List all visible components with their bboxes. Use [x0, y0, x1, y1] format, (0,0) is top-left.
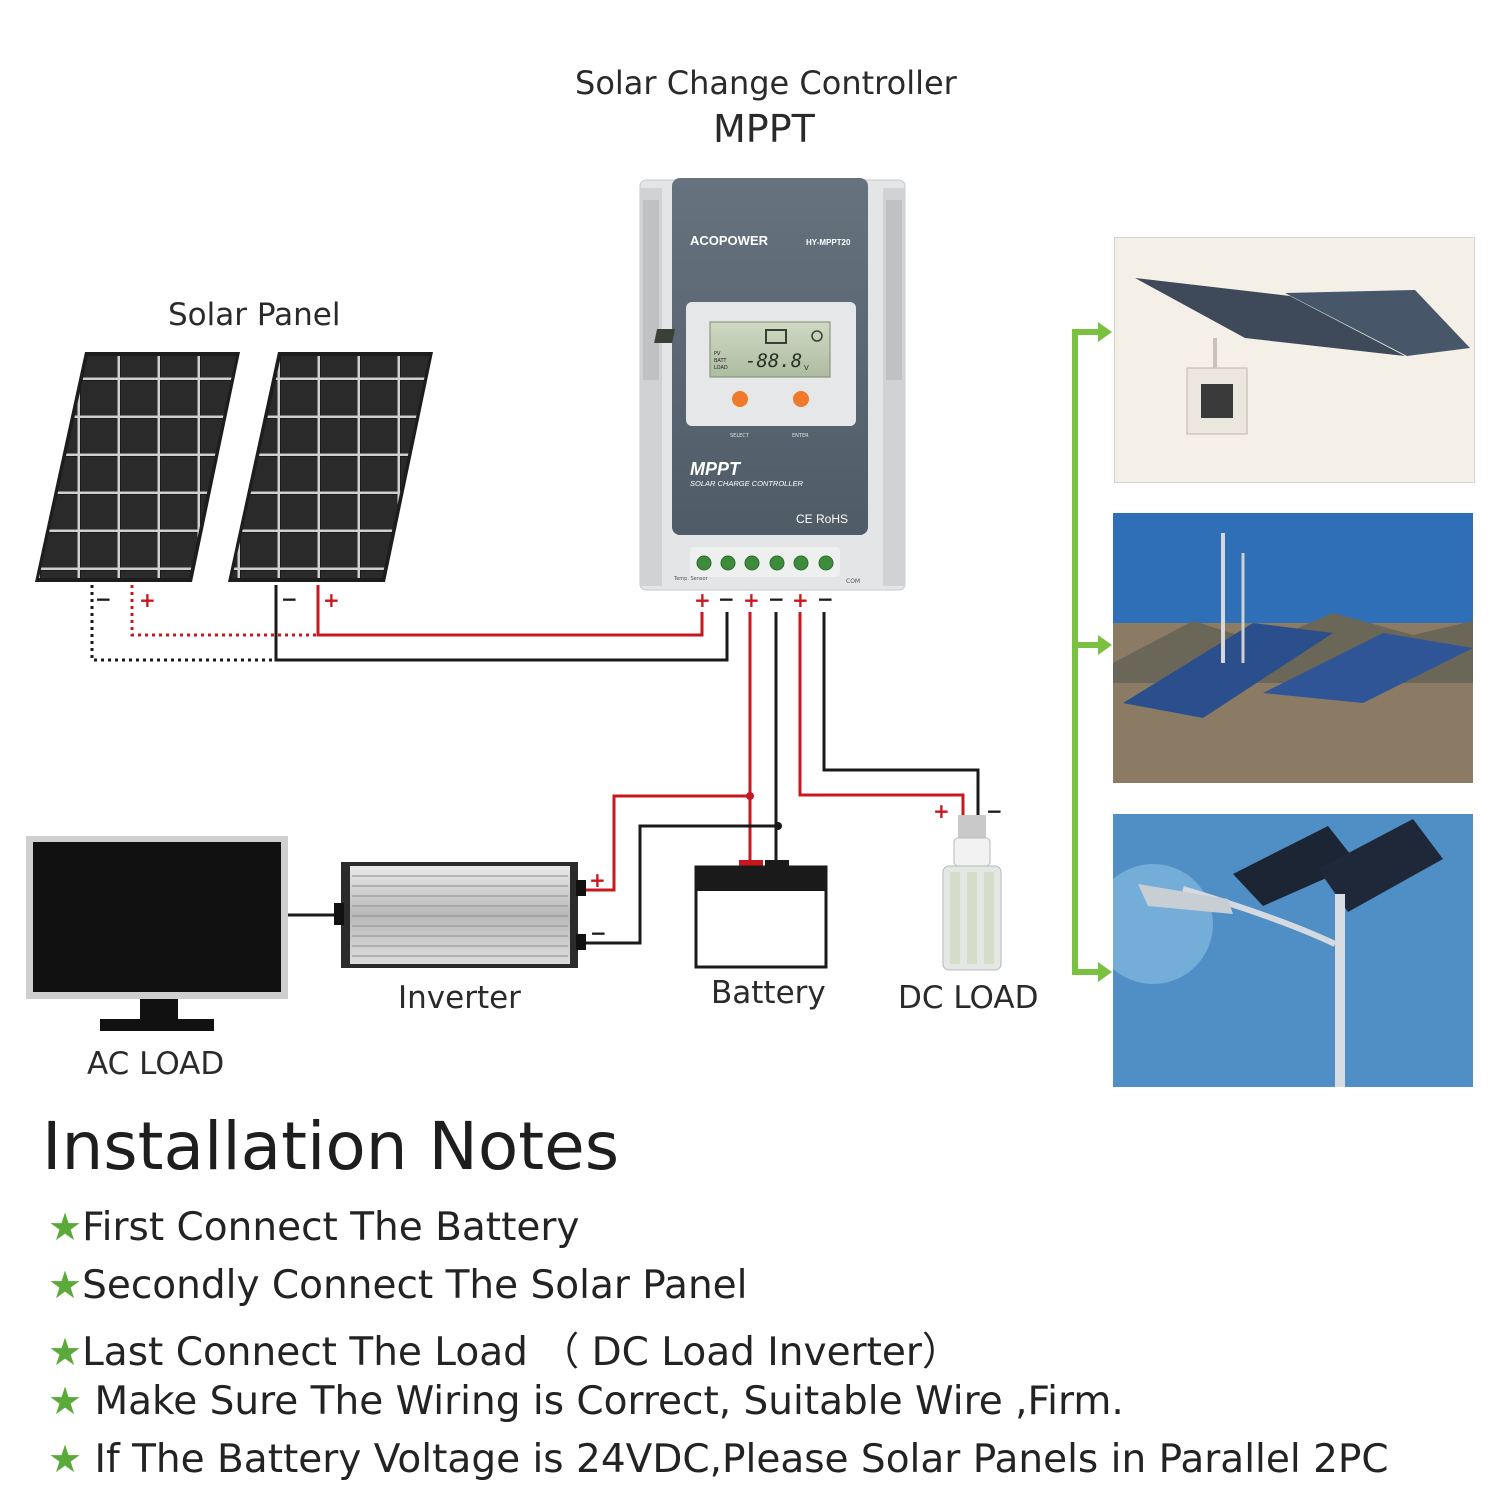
temp-sensor-label: Temp. Sensor [673, 576, 709, 582]
svg-text:+: + [933, 799, 950, 823]
polarity-marks: − + − + + − + − + − + − + − [95, 587, 1003, 945]
svg-text:+: + [589, 868, 606, 892]
photo-solar-street-light [1113, 814, 1473, 1087]
lcd-label-load: LOAD [714, 365, 728, 371]
star-icon: ★ [48, 1330, 83, 1374]
star-icon: ★ [48, 1263, 83, 1307]
svg-text:−: − [590, 921, 607, 945]
product-subtitle: SOLAR CHARGE CONTROLLER [690, 479, 804, 488]
junction-positive [746, 792, 754, 800]
star-icon: ★ [48, 1437, 83, 1481]
photo-wall-mounted-panel [1114, 237, 1475, 483]
svg-text:+: + [792, 588, 809, 612]
dc-load-bulb [942, 815, 1002, 971]
svg-text:−: − [718, 587, 735, 611]
dc-load-label: DC LOAD [898, 980, 1039, 1016]
photo-solar-array-tower [1113, 513, 1473, 783]
arrowheads [1098, 322, 1112, 982]
inverter-label: Inverter [398, 980, 521, 1016]
select-button[interactable] [732, 391, 748, 407]
svg-text:−: − [768, 587, 785, 611]
svg-text:−: − [95, 587, 112, 611]
svg-text:+: + [743, 588, 760, 612]
notes-title: Installation Notes [42, 1108, 620, 1185]
svg-text:−: − [986, 799, 1003, 823]
product-name: MPPT [690, 459, 742, 479]
battery-label: Battery [711, 975, 826, 1011]
terminal-batt-minus [769, 555, 785, 571]
certification-mark: CE RoHS [796, 512, 848, 526]
com-label: COM [846, 578, 860, 585]
lcd-label-batt: BATT [714, 358, 727, 364]
model-number: HY-MPPT20 [806, 238, 851, 247]
lcd-panel-icon [654, 329, 676, 343]
svg-text:+: + [323, 588, 340, 612]
note-item: ★First Connect The Battery [48, 1205, 580, 1250]
battery [694, 860, 828, 969]
application-arrows [1072, 329, 1100, 975]
terminal-load-minus [818, 555, 834, 571]
inverter [334, 862, 586, 968]
enter-label: ENTER [792, 433, 809, 439]
svg-text:+: + [694, 588, 711, 612]
lcd-reading: -88.8 [745, 350, 802, 372]
lcd-bulb-icon [811, 330, 823, 342]
wiring-diagram: ACOPOWER HY-MPPT20 PV BATT LOAD -88.8 V … [26, 178, 1112, 1031]
svg-text:+: + [139, 588, 156, 612]
terminal-load-plus [793, 555, 809, 571]
solar-panel-right [228, 352, 433, 582]
terminal-pv-plus [696, 555, 712, 571]
controller-title: Solar Change Controller [575, 64, 957, 102]
lcd-label-pv: PV [714, 351, 721, 357]
charge-controller: ACOPOWER HY-MPPT20 PV BATT LOAD -88.8 V … [639, 178, 906, 591]
note-item: ★Last Connect The Load （ DC Load Inverte… [48, 1330, 961, 1375]
svg-text:−: − [817, 587, 834, 611]
star-icon: ★ [48, 1379, 83, 1423]
panel-wiring [90, 585, 729, 662]
star-icon: ★ [48, 1205, 83, 1249]
junction-negative [774, 822, 782, 830]
lcd-unit: V [804, 364, 809, 372]
note-item: ★Secondly Connect The Solar Panel [48, 1263, 748, 1308]
ac-load-label: AC LOAD [87, 1046, 225, 1082]
enter-button[interactable] [793, 391, 809, 407]
terminal-batt-plus [744, 555, 760, 571]
brand-logo: ACOPOWER [690, 233, 769, 248]
solar-panel-label: Solar Panel [168, 297, 341, 333]
svg-text:−: − [281, 587, 298, 611]
controller-subtitle: MPPT [713, 107, 815, 151]
note-item: ★ If The Battery Voltage is 24VDC,Please… [48, 1437, 1389, 1482]
select-label: SELECT [730, 433, 750, 439]
terminal-pv-minus [720, 555, 736, 571]
note-item: ★ Make Sure The Wiring is Correct, Suita… [48, 1379, 1124, 1424]
solar-panel-left [35, 352, 240, 582]
lcd-battery-icon [765, 329, 787, 344]
ac-load-monitor [26, 836, 340, 1031]
